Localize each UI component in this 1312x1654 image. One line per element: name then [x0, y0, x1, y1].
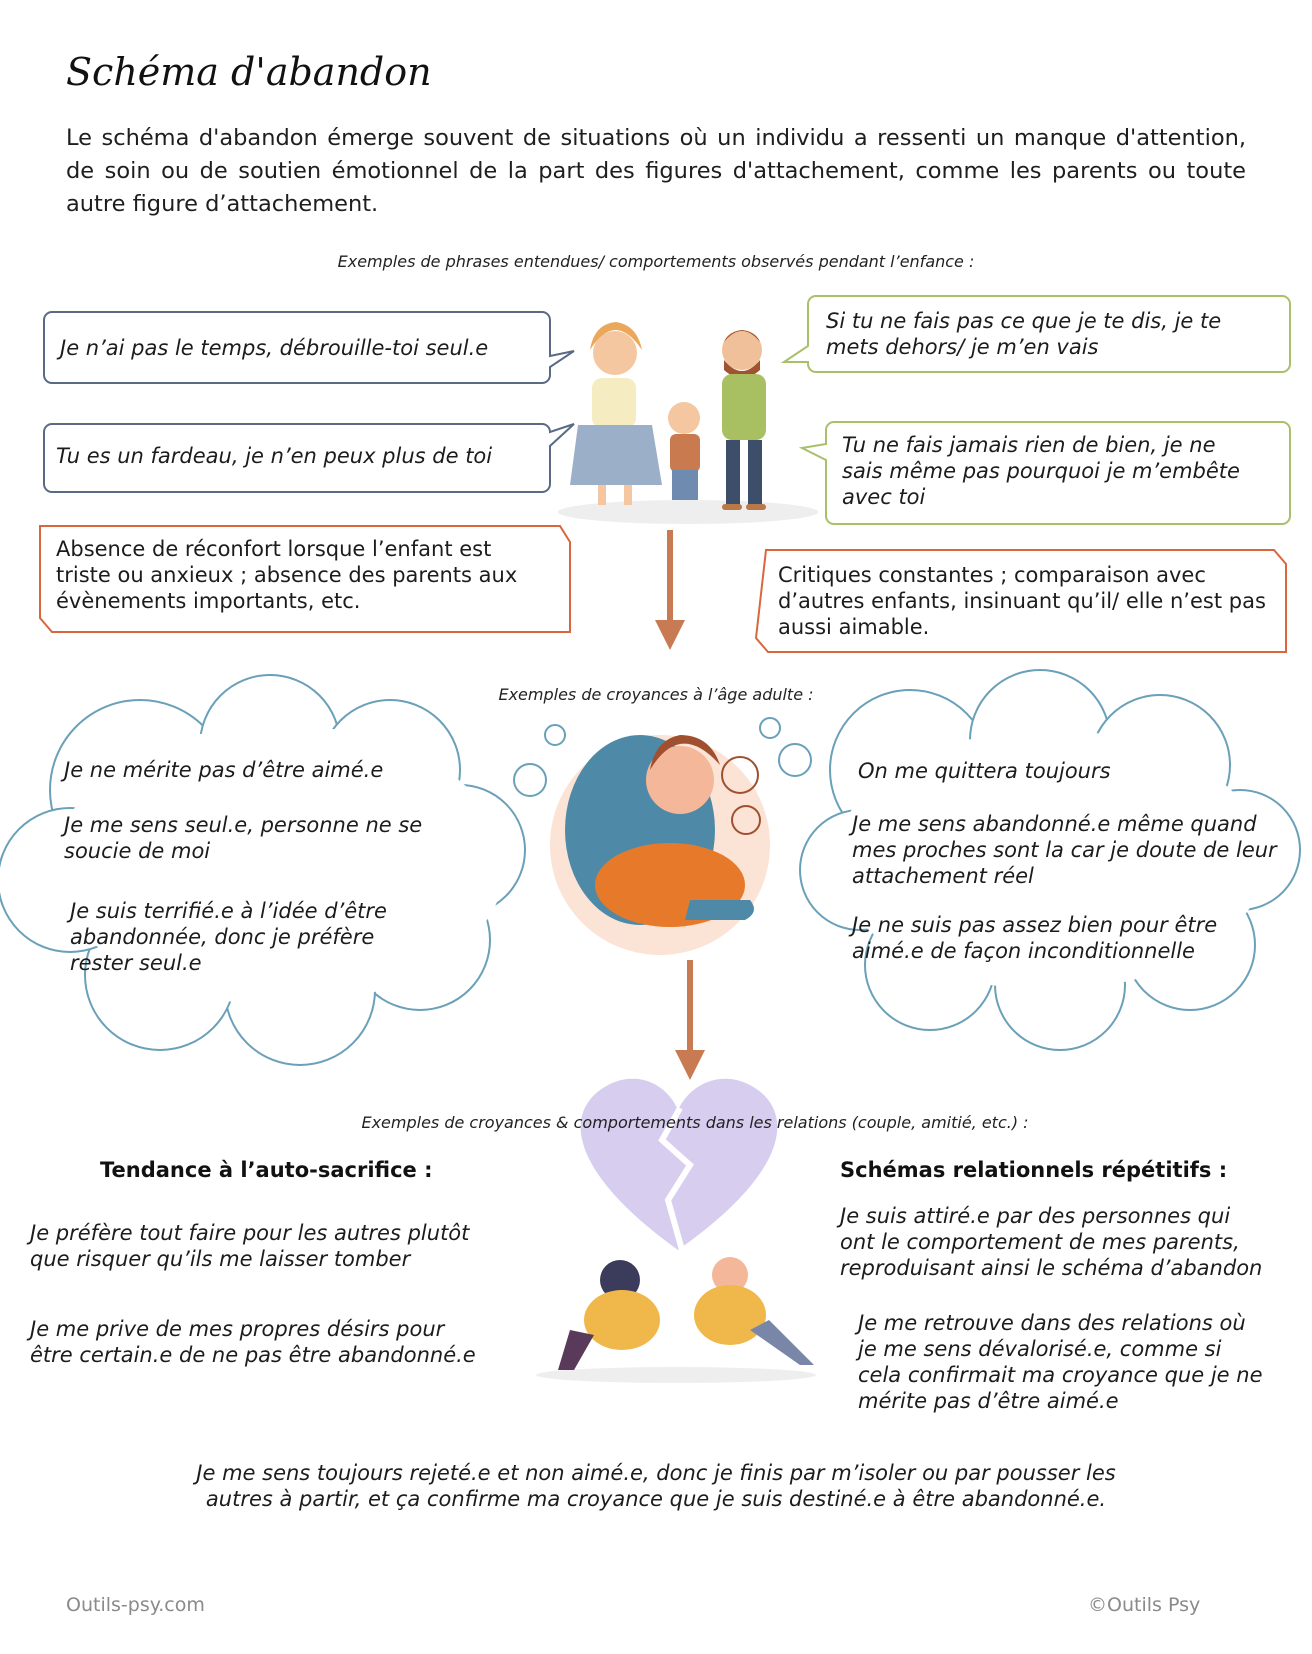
broken-heart-illustration — [536, 1078, 816, 1383]
box-left-text: Absence de réconfort lorsque l’enfant es… — [56, 536, 517, 614]
footer-website: Outils-psy.com — [66, 1594, 205, 1616]
left-cloud-line3: Je suis terrifié.e à l’idée d’être aband… — [70, 898, 387, 976]
speech-bubble-right-1 — [780, 295, 1291, 373]
right-cloud-line3: Je ne suis pas assez bien pour être aimé… — [852, 912, 1217, 964]
bubble-right-1-text: Si tu ne fais pas ce que je te dis, je t… — [826, 308, 1221, 360]
behavior-box-left — [39, 525, 571, 633]
right-cloud-line2: Je me sens abandonné.e même quand mes pr… — [852, 811, 1277, 889]
right-paragraph-1-line: reproduisant ainsi le schéma d’abandon — [840, 1256, 1263, 1280]
left-cloud-line2-row: Je me sens seul.e, personne ne se — [64, 813, 423, 837]
box-left-line: Absence de réconfort lorsque l’enfant es… — [56, 537, 492, 561]
box-right-text: Critiques constantes ; comparaison avec … — [778, 562, 1266, 640]
conclusion-line: Je me sens toujours rejeté.e et non aimé… — [196, 1461, 1116, 1485]
section2-caption: Exemples de croyances à l’âge adulte : — [498, 685, 814, 704]
bubble-right-2-text: Tu ne fais jamais rien de bien, je ne sa… — [842, 432, 1240, 510]
right-cloud-line3-row: Je ne suis pas assez bien pour être — [852, 913, 1218, 937]
box-right-line: d’autres enfants, insinuant qu’il/ elle … — [778, 589, 1266, 613]
left-cloud-line3-row: rester seul.e — [70, 951, 202, 975]
left-cloud-line3-row: abandonnée, donc je préfère — [70, 925, 375, 949]
left-paragraph-2: Je me prive de mes propres désirs pour ê… — [30, 1316, 476, 1368]
family-illustration — [558, 322, 818, 524]
left-cloud-line2: Je me sens seul.e, personne ne se soucie… — [64, 812, 422, 864]
box-left-line: évènements importants, etc. — [56, 589, 361, 613]
left-cloud-line2-row: soucie de moi — [64, 839, 211, 863]
bubble-right-1-line: mets dehors/ je m’en vais — [826, 335, 1099, 359]
conclusion-line: autres à partir, et ça confirme ma croya… — [205, 1487, 1107, 1511]
behavior-box-right — [754, 549, 1287, 653]
arrow-down-1 — [655, 530, 685, 650]
section1-caption: Exemples de phrases entendues/ comportem… — [337, 252, 975, 271]
right-paragraph-1: Je suis attiré.e par des personnes qui o… — [840, 1203, 1262, 1281]
speech-bubble-left-2 — [43, 423, 575, 493]
bubble-right-2-line: Tu ne fais jamais rien de bien, je ne — [842, 433, 1216, 457]
right-cloud-line1: On me quittera toujours — [858, 759, 1111, 783]
right-heading: Schémas relationnels répétitifs : — [840, 1158, 1228, 1182]
left-paragraph-1-line: que risquer qu’ils me laisser tomber — [30, 1247, 411, 1271]
speech-bubble-left-1 — [43, 311, 575, 384]
bubble-left-2-text: Tu es un fardeau, je n’en peux plus de t… — [56, 444, 493, 468]
arrow-down-2 — [675, 960, 705, 1080]
left-paragraph-2-line: Je me prive de mes propres désirs pour — [30, 1317, 445, 1341]
right-paragraph-2-line: je me sens dévalorisé.e, comme si — [858, 1337, 1222, 1361]
left-heading: Tendance à l’auto-sacrifice : — [100, 1158, 433, 1182]
section3-caption: Exemples de croyances & comportements da… — [361, 1113, 1029, 1132]
right-cloud-line2-row: attachement réel — [852, 864, 1034, 888]
right-cloud-line3-row: aimé.e de façon inconditionnelle — [852, 939, 1195, 963]
right-cloud-line2-row: Je me sens abandonné.e même quand — [852, 812, 1257, 836]
conclusion: Je me sens toujours rejeté.e et non aimé… — [0, 1460, 1312, 1512]
speech-bubble-right-2 — [798, 421, 1291, 525]
right-paragraph-2-line: Je me retrouve dans des relations où — [858, 1311, 1246, 1335]
box-right-line: Critiques constantes ; comparaison avec — [778, 563, 1206, 587]
left-cloud-line3-row: Je suis terrifié.e à l’idée d’être — [70, 899, 387, 923]
right-paragraph-1-line: Je suis attiré.e par des personnes qui — [840, 1204, 1231, 1228]
intro-paragraph: Le schéma d'abandon émerge souvent de si… — [66, 125, 1246, 217]
left-cloud-line1: Je ne mérite pas d’être aimé.e — [64, 758, 384, 782]
right-paragraph-2-line: cela confirmait ma croyance que je ne — [858, 1363, 1263, 1387]
footer-copyright: ©Outils Psy — [1088, 1594, 1201, 1616]
right-cloud-line2-row: mes proches sont la car je doute de leur — [852, 838, 1277, 862]
right-paragraph-1-line: ont le comportement de mes parents, — [840, 1230, 1240, 1254]
bubble-right-1-line: Si tu ne fais pas ce que je te dis, je t… — [826, 309, 1222, 333]
bubble-right-2-line: avec toi — [842, 485, 926, 509]
bubble-left-1-text: Je n’ai pas le temps, débrouille-toi seu… — [60, 336, 489, 360]
left-paragraph-1-line: Je préfère tout faire pour les autres pl… — [30, 1221, 470, 1245]
right-paragraph-2: Je me retrouve dans des relations où je … — [858, 1310, 1263, 1414]
page-title: Schéma d'abandon — [66, 50, 432, 94]
left-paragraph-2-line: être certain.e de ne pas être abandonné.… — [30, 1343, 476, 1367]
bubble-right-2-line: sais même pas pourquoi je m’embête — [842, 459, 1240, 483]
right-paragraph-2-line: mérite pas d’être aimé.e — [858, 1389, 1119, 1413]
left-paragraph-1: Je préfère tout faire pour les autres pl… — [30, 1220, 469, 1272]
sad-child-illustration — [550, 735, 770, 955]
box-left-line: triste ou anxieux ; absence des parents … — [56, 563, 518, 587]
box-right-line: aussi aimable. — [778, 615, 930, 639]
